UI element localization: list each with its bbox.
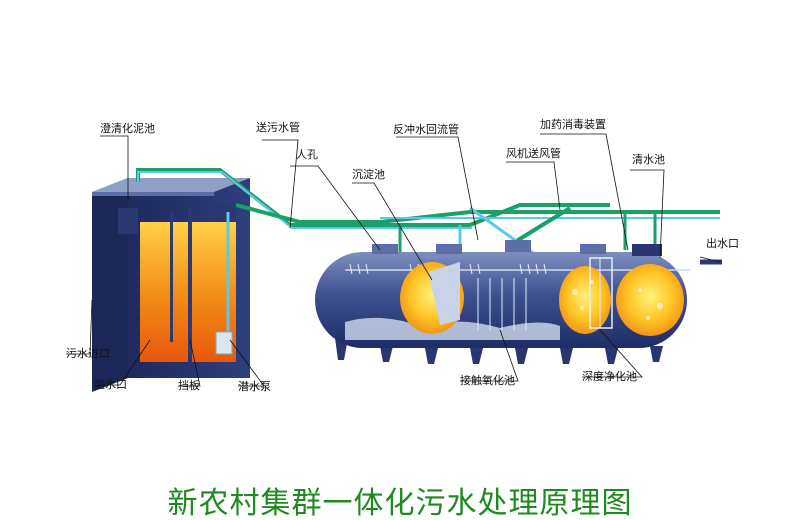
label-sludge-tank: 澄清化泥池 <box>100 122 155 135</box>
label-sewage-pipe: 送污水管 <box>256 121 300 134</box>
sludge-tank-box <box>92 178 250 392</box>
label-deep-purification: 深度净化池 <box>582 370 637 383</box>
label-air-pipe: 风机送风管 <box>506 147 561 160</box>
leader-lines <box>66 133 721 387</box>
treatment-diagram <box>66 133 722 392</box>
label-dosing-device: 加药消毒装置 <box>540 118 606 131</box>
label-clear-tank: 清水池 <box>632 153 665 166</box>
label-overflow: 溢水口 <box>94 378 127 391</box>
label-backflush-pipe: 反冲水回流管 <box>393 123 459 136</box>
deep-purification-chamber <box>559 266 611 334</box>
label-baffle: 挡板 <box>178 379 200 392</box>
clear-water-chamber <box>616 264 684 336</box>
label-sedimentation: 沉淀池 <box>352 168 385 181</box>
chamber-left <box>140 222 188 362</box>
diagram-title: 新农村集群一体化污水处理原理图 <box>167 486 633 520</box>
label-outlet: 出水口 <box>706 237 739 250</box>
label-inlet: 污水进口 <box>66 347 110 360</box>
cylinder-tank <box>315 240 690 364</box>
pump-icon <box>215 331 233 355</box>
label-manhole: 人孔 <box>296 148 318 161</box>
baffle <box>188 208 192 358</box>
label-pump: 潜水泵 <box>238 380 271 393</box>
label-contact-oxidation: 接触氧化池 <box>460 374 515 387</box>
